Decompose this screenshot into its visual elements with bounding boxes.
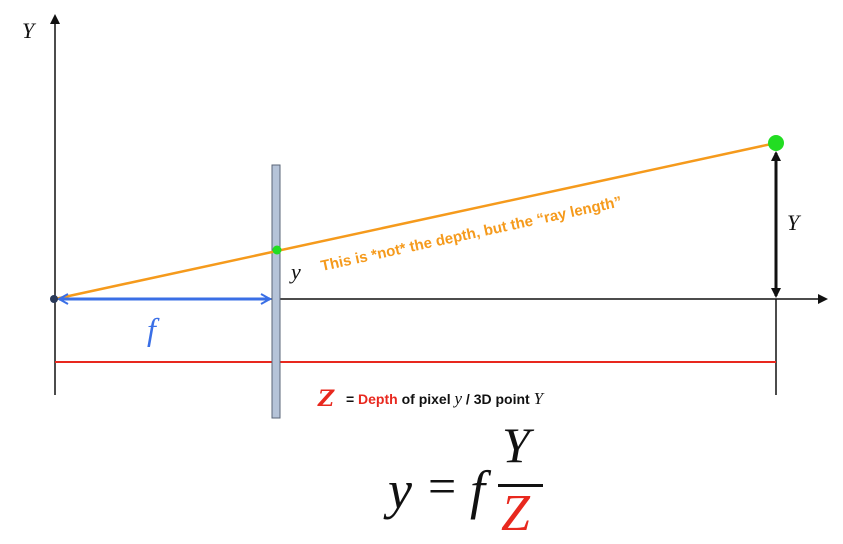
depth-caption: Z = Depth of pixel y / 3D point Y <box>318 386 543 412</box>
y-axis-label: Y <box>22 18 37 43</box>
projected-pixel-point <box>272 245 282 255</box>
depth-word: Depth <box>358 391 398 407</box>
focal-length-label: f <box>147 311 160 347</box>
depth-symbol: Z <box>318 386 335 412</box>
equation-numerator: Y <box>502 417 530 473</box>
equation-equals: = <box>428 458 457 514</box>
caption-equals: = <box>342 391 359 407</box>
image-plane <box>271 164 281 419</box>
caption-point-var: Y <box>533 389 544 408</box>
caption-of-pixel: of pixel <box>397 391 455 407</box>
equation-denominator: Z <box>501 485 530 542</box>
camera-center-dot <box>50 295 58 303</box>
pixel-label: y <box>289 259 301 284</box>
equation-lhs: y <box>388 460 412 520</box>
fraction-bar <box>498 484 543 487</box>
height-label: Y <box>787 210 802 235</box>
3d-point <box>768 135 784 151</box>
caption-slash-point: / 3D point <box>462 391 534 407</box>
equation-f: f <box>470 460 486 520</box>
projection-equation: y = f Y Z <box>388 417 548 542</box>
ray-length-note: This is *not* the depth, but the “ray le… <box>319 193 623 275</box>
caption-pixel-var: y <box>454 389 463 408</box>
ray-line <box>54 141 777 301</box>
